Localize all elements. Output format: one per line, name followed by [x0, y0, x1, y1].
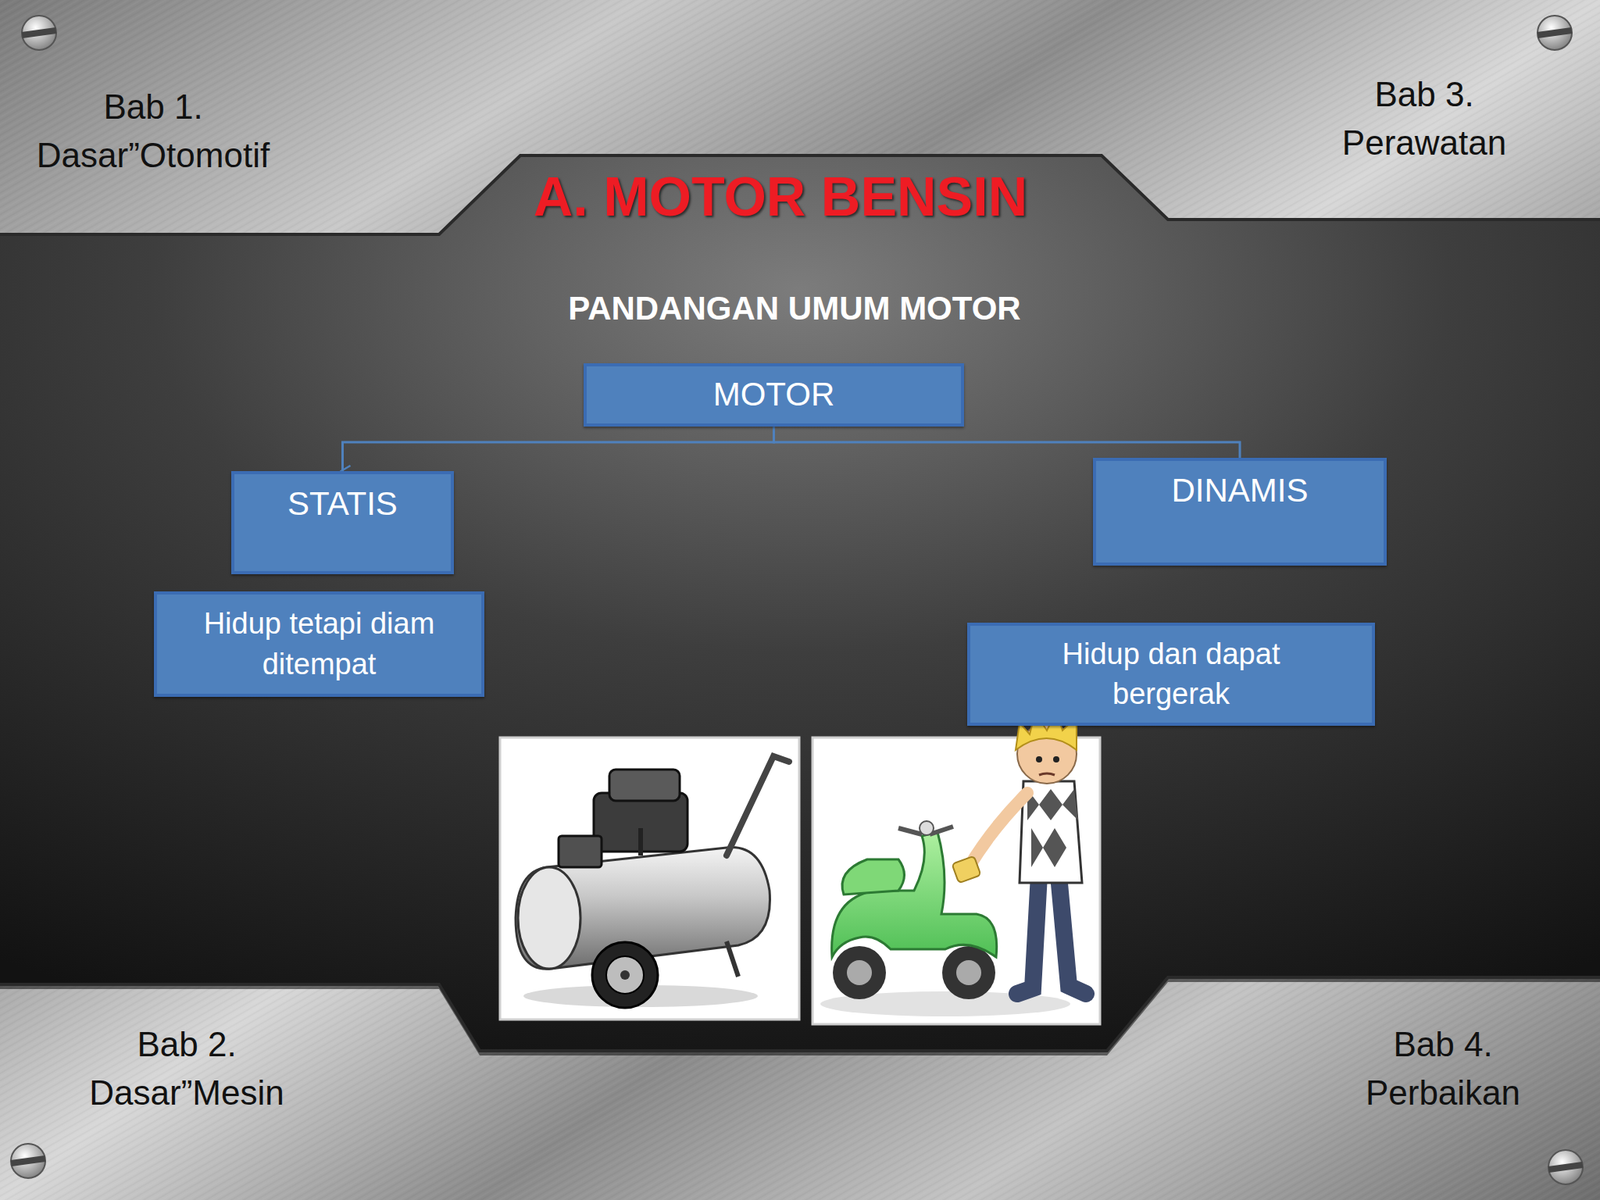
screw — [10, 1143, 47, 1179]
slide-title: A. MOTOR BENSIN — [533, 165, 1029, 229]
screw — [21, 15, 58, 50]
box-text: Hidup tetapi diam ditempat — [188, 603, 450, 685]
chapter-label: Bab 1. Dasar”Otomotif — [20, 82, 286, 179]
subtitle: PANDANGAN UMUM MOTOR — [482, 285, 1108, 333]
connector-line — [774, 426, 1241, 458]
description-box: Hidup dan dapat bergerak — [967, 622, 1375, 726]
connector-line — [342, 426, 775, 472]
box-text: Hidup dan dapat bergerak — [1032, 634, 1310, 715]
scooter-picture — [812, 710, 1100, 1025]
root-box: MOTOR — [583, 363, 965, 427]
box-text: STATIS — [287, 482, 398, 527]
screw — [1537, 15, 1573, 50]
box-text: MOTOR — [713, 372, 836, 418]
category-box: DINAMIS — [1092, 457, 1387, 566]
category-box: STATIS — [231, 471, 454, 575]
chapter-label: Bab 2. Dasar”Mesin — [69, 1020, 304, 1117]
compressor-picture — [500, 737, 800, 1020]
chapter-label: Bab 4. Perbaikan — [1341, 1020, 1545, 1117]
description-box: Hidup tetapi diam ditempat — [153, 591, 485, 697]
chapter-label: Bab 3. Perawatan — [1318, 70, 1530, 167]
box-text: DINAMIS — [1171, 468, 1308, 514]
screw — [1548, 1150, 1584, 1185]
